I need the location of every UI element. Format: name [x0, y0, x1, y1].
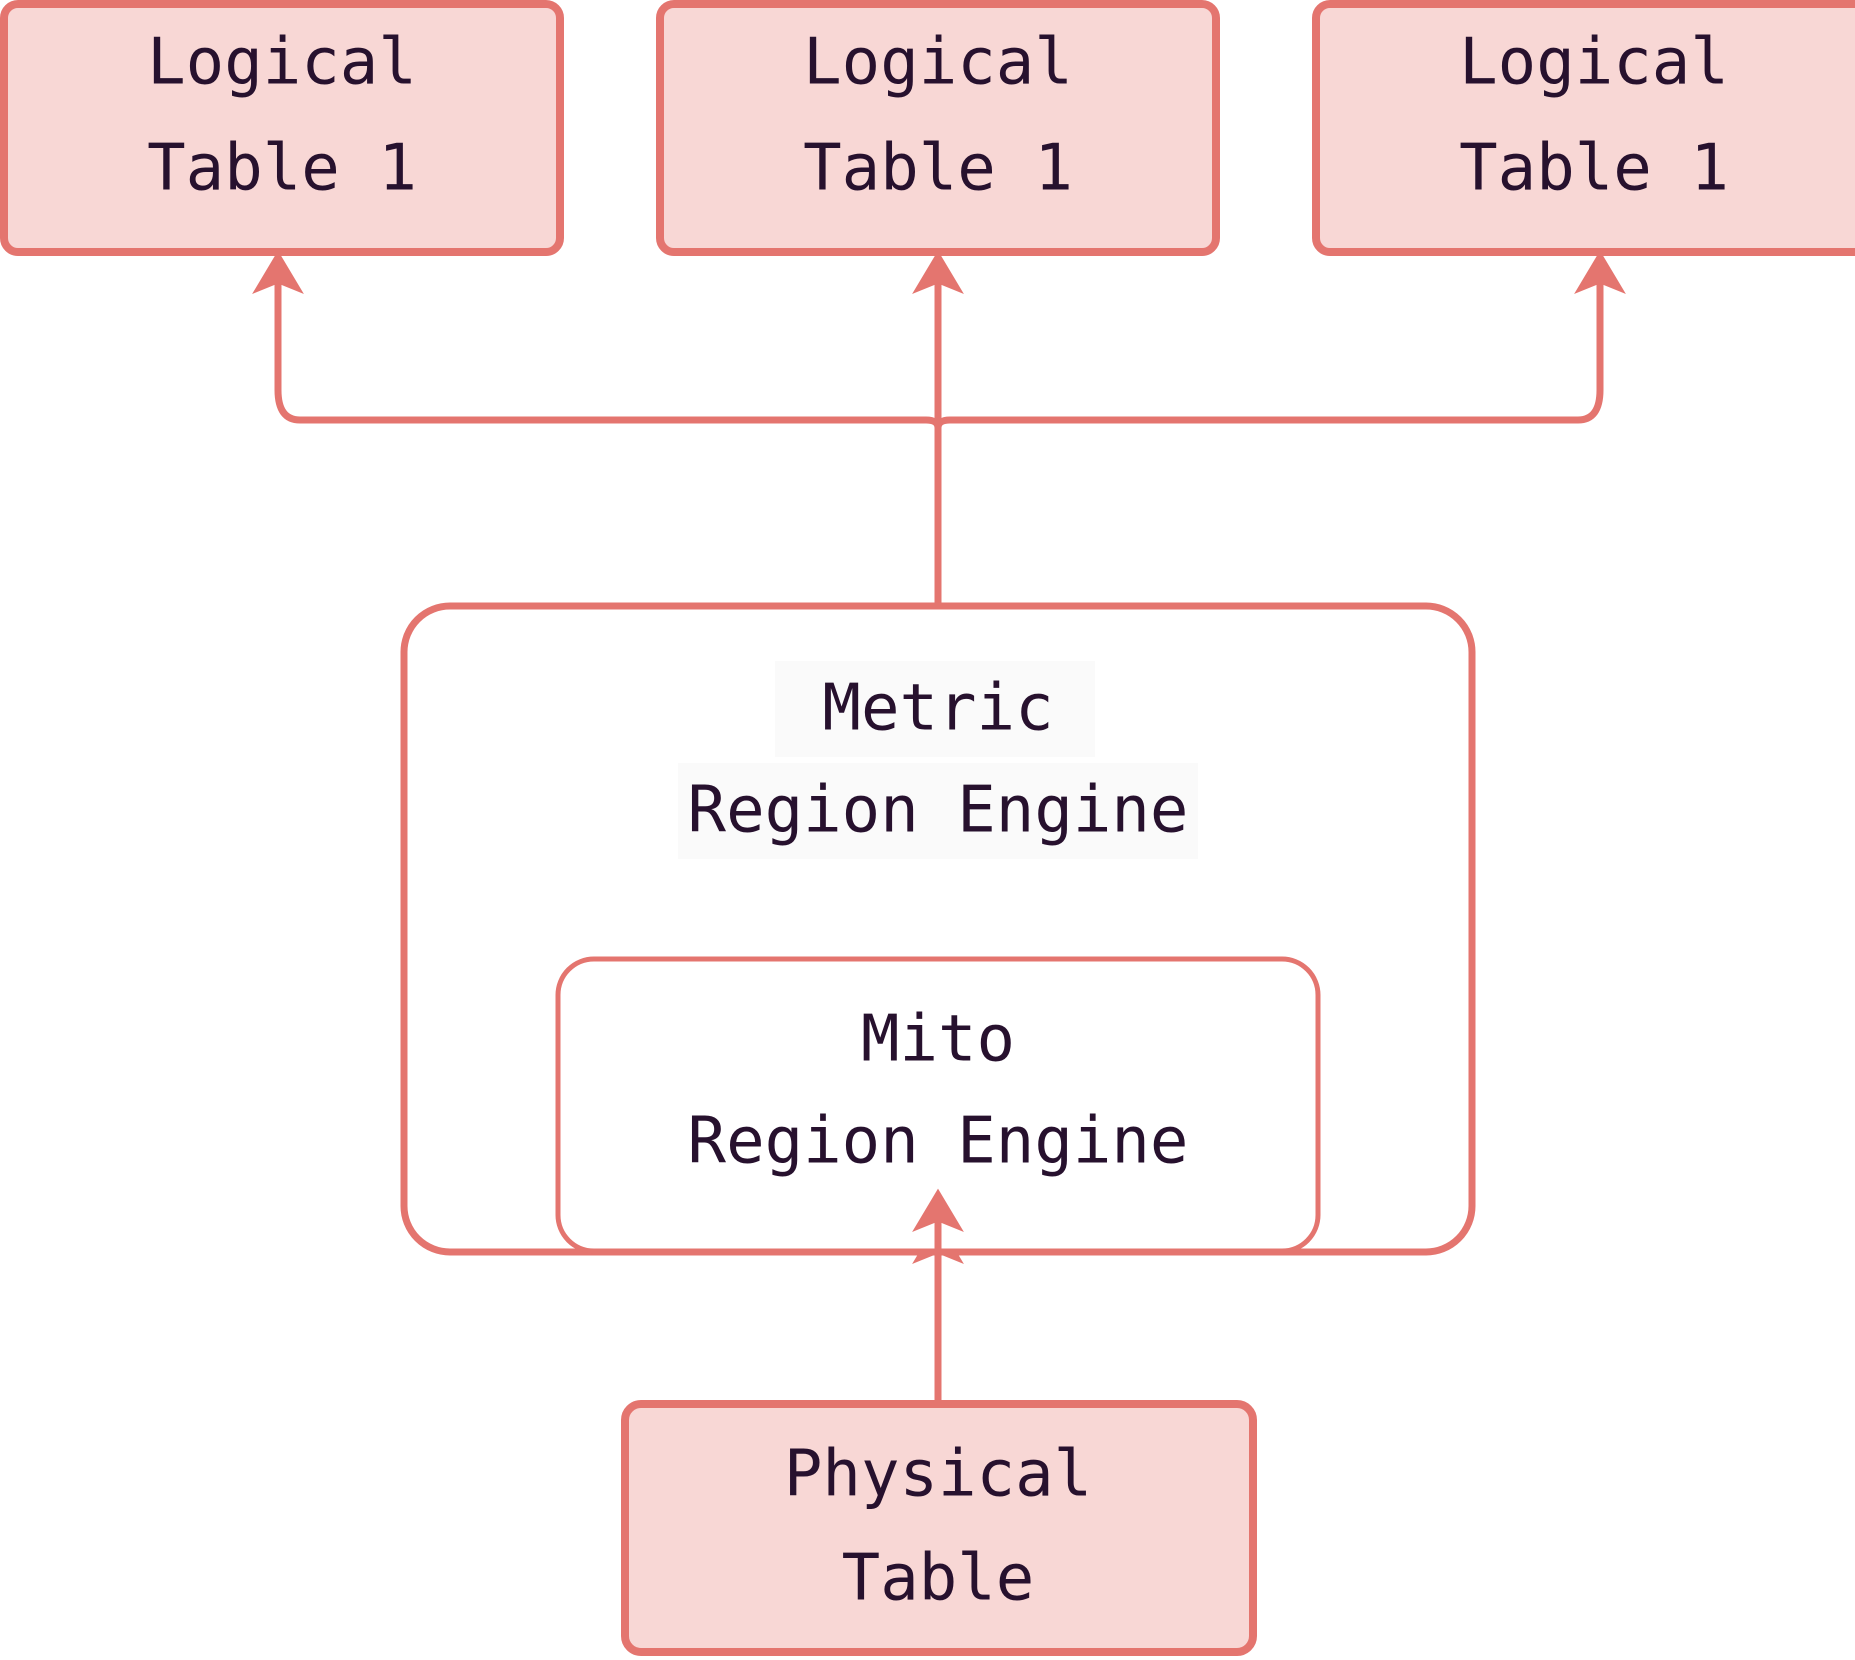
mito-region-engine-node[interactable]: Mito Region Engine — [555, 956, 1321, 1254]
edge-branch-right — [934, 250, 1626, 434]
metric-label-halo-line2 — [678, 763, 1198, 859]
logical-table-1-c-box — [1312, 0, 1855, 256]
logical-table-1-c-label-line2: Table 1 — [1459, 132, 1729, 206]
logical-table-1-a-node[interactable]: Logical Table 1 — [0, 0, 564, 256]
logical-table-1-c-node[interactable]: Logical Table 1 — [1312, 0, 1855, 256]
logical-table-1-c-label-line1: Logical — [1459, 26, 1729, 100]
logical-table-1-b-label-line1: Logical — [803, 26, 1073, 100]
logical-table-1-b-box — [656, 0, 1220, 256]
physical-table-node[interactable]: Physical Table — [621, 1400, 1257, 1656]
logical-table-1-a-label-line1: Logical — [147, 26, 417, 100]
physical-table-box — [621, 1400, 1257, 1656]
metric-label-halo-line1 — [775, 661, 1095, 757]
metric-region-engine-label-line1: Metric — [822, 672, 1053, 746]
edge-branch-left — [252, 250, 942, 434]
logical-table-1-b-label-line2: Table 1 — [803, 132, 1073, 206]
logical-table-1-a-box — [0, 0, 564, 256]
physical-table-label-line2: Table — [842, 1542, 1035, 1616]
metric-region-engine-label-line2: Region Engine — [688, 774, 1189, 848]
logical-table-1-a-label-line2: Table 1 — [147, 132, 417, 206]
mito-region-engine-label-line2: Region Engine — [688, 1105, 1189, 1179]
mito-region-engine-label-line1: Mito — [861, 1003, 1015, 1077]
physical-table-label-line1: Physical — [784, 1438, 1092, 1512]
logical-table-1-b-node[interactable]: Logical Table 1 — [656, 0, 1220, 256]
